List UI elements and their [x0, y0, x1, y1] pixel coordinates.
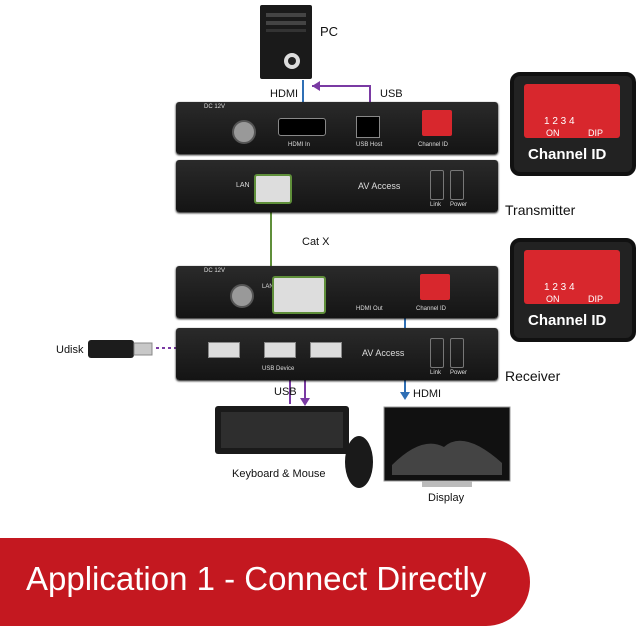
rx-dip-numbers: 1 2 3 4: [544, 282, 575, 293]
udisk-icon: [88, 340, 153, 358]
rx-dip-dip: DIP: [588, 294, 604, 304]
tx-dip-on: ON: [546, 128, 560, 138]
udisk-label: Udisk: [56, 344, 84, 356]
display-label: Display: [428, 492, 465, 504]
hdmi-bottom-label: HDMI: [413, 388, 442, 400]
transmitter-front-panel: LAN AV Access Link Power: [176, 160, 498, 212]
rx-channel-id-label: Channel ID: [416, 306, 447, 312]
keyboard-icon: [215, 406, 349, 454]
tx-dip-red: [524, 84, 620, 138]
pc-label: PC: [320, 24, 339, 39]
tx-usb-host-port: [356, 116, 380, 138]
transmitter-label: Transmitter: [505, 202, 576, 218]
usb-top-label: USB: [380, 88, 403, 100]
rx-brand-label: AV Access: [362, 348, 405, 358]
rx-dc-port-icon: [230, 284, 254, 308]
rx-lan-label: LAN: [262, 284, 274, 290]
tx-brand-label: AV Access: [358, 181, 401, 191]
transmitter-rear-panel: DC 12V HDMI In USB Host Channel ID: [176, 102, 498, 154]
display-icon: [383, 406, 511, 487]
application-banner: [0, 538, 530, 626]
rx-usb-port-2: [264, 342, 296, 358]
tx-channel-id-callout: 1 2 3 4 ON DIP Channel ID: [510, 72, 636, 176]
rx-power-label: Power: [450, 370, 468, 376]
tx-power-led: [450, 170, 464, 200]
tx-dip-switch: [422, 110, 452, 136]
application-banner-text: Application 1 - Connect Directly: [26, 560, 487, 597]
mouse-icon: [345, 436, 373, 488]
rx-usb-port-1: [208, 342, 240, 358]
tx-hdmi-in-label: HDMI In: [288, 142, 311, 148]
tx-dip-numbers: 1 2 3 4: [544, 116, 575, 127]
hdmi-arrow-bottom: [400, 392, 410, 400]
rx-hdmi-out-label: HDMI Out: [356, 306, 383, 312]
tx-dip-caption: Channel ID: [528, 146, 607, 163]
receiver-rear-panel: DC 12V LAN HDMI Out Channel ID: [176, 266, 498, 318]
tx-dc-port-icon: [232, 120, 256, 144]
rx-dc-label: DC 12V: [204, 268, 226, 274]
usb-arrow-bottom: [300, 398, 310, 406]
usb-arrow-top-a: [312, 81, 320, 91]
cat-x-label: Cat X: [302, 236, 330, 248]
tx-power-label: Power: [450, 202, 468, 208]
receiver-front-panel: USB Device AV Access Link Power: [176, 328, 498, 380]
rx-link-led: [430, 338, 444, 368]
pc-tower-icon: [260, 5, 312, 79]
usb-bottom-label: USB: [274, 386, 297, 398]
rx-dip-red: [524, 250, 620, 304]
rx-dip-on: ON: [546, 294, 560, 304]
keyboard-mouse-label: Keyboard & Mouse: [232, 468, 326, 480]
rx-dip-caption: Channel ID: [528, 312, 607, 329]
rx-dip-switch: [420, 274, 450, 300]
tx-usb-host-label: USB Host: [356, 142, 383, 148]
hdmi-top-label: HDMI: [270, 88, 299, 100]
tx-channel-id-label: Channel ID: [418, 142, 449, 148]
rx-power-led: [450, 338, 464, 368]
tx-link-label: Link: [430, 202, 442, 208]
tx-link-led: [430, 170, 444, 200]
tx-lan-label: LAN: [236, 182, 250, 189]
rx-channel-id-callout: 1 2 3 4 ON DIP Channel ID: [510, 238, 636, 342]
rx-lan-port: [272, 276, 326, 314]
tx-dc-label: DC 12V: [204, 104, 226, 110]
tx-dip-dip: DIP: [588, 128, 604, 138]
tx-lan-port: [254, 174, 292, 204]
rx-usb-port-3: [310, 342, 342, 358]
tx-hdmi-in-port: [278, 118, 326, 136]
receiver-label: Receiver: [505, 368, 561, 384]
rx-link-label: Link: [430, 370, 442, 376]
rx-usb-device-label: USB Device: [262, 366, 295, 372]
